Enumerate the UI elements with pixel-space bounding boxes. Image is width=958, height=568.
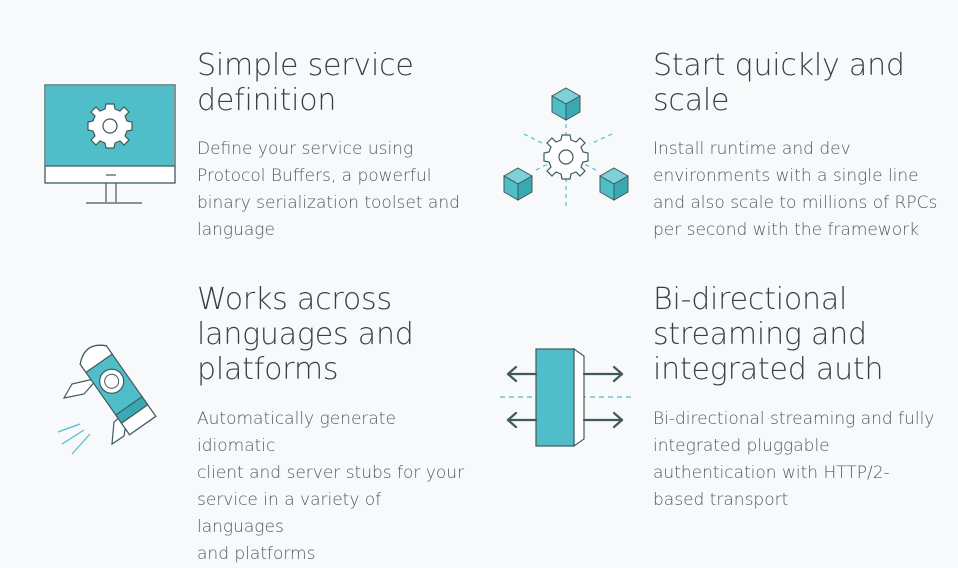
feature-text: Simple service definition Define your se…	[197, 48, 472, 244]
feature-text: Start quickly and scale Install runtime …	[653, 48, 943, 244]
feature-title: Start quickly and scale	[653, 48, 905, 118]
feature-description: Define your service using Protocol Buffe…	[197, 139, 460, 240]
rocket-icon	[54, 336, 166, 460]
feature-title: Bi-directional streaming and integrated …	[653, 282, 884, 387]
feature-title: Simple service definition	[197, 48, 414, 118]
feature-text: Bi-directional streaming and integrated …	[653, 282, 943, 514]
bidirectional-arrows-icon	[500, 346, 632, 450]
feature-description: Automatically generate idiomatic client …	[197, 409, 465, 564]
feature-description: Bi-directional streaming and fully integ…	[653, 409, 935, 510]
feature-description: Install runtime and dev environments wit…	[653, 139, 938, 240]
gear-cubes-network-icon	[500, 86, 632, 210]
monitor-gear-icon	[44, 84, 178, 208]
feature-title: Works across languages and platforms	[197, 282, 414, 387]
features-grid: Simple service definition Define your se…	[44, 48, 943, 564]
feature-text: Works across languages and platforms Aut…	[197, 282, 472, 568]
